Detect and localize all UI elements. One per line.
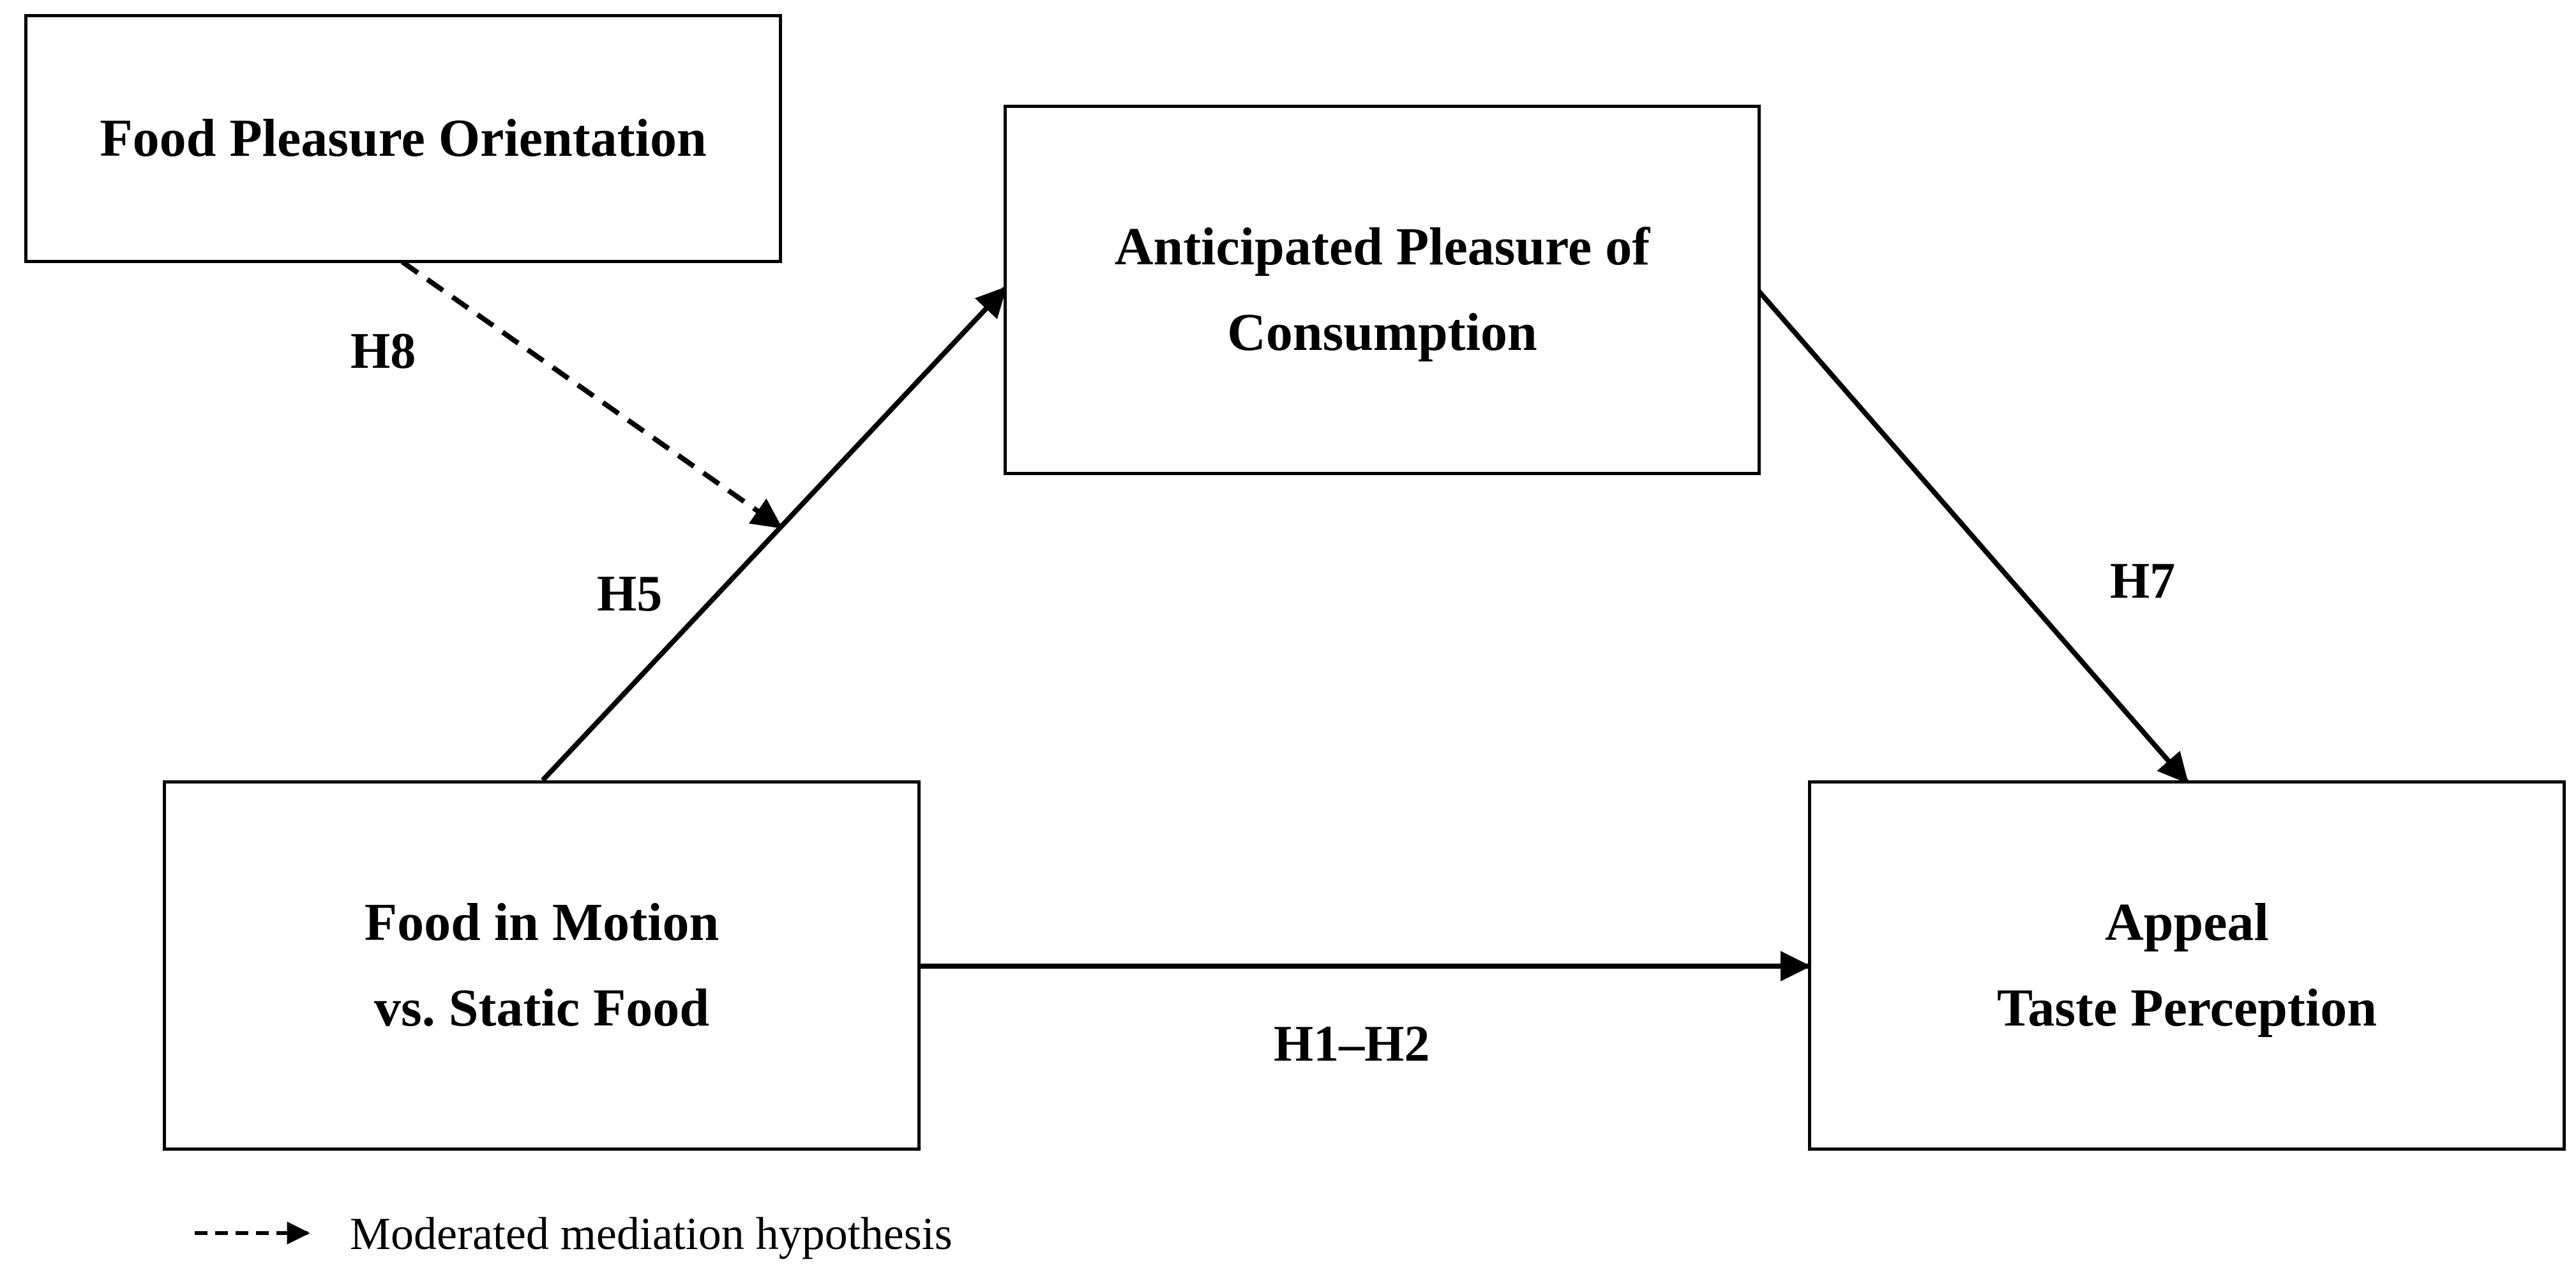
node-anticipated-pleasure-line2: Consumption (1227, 303, 1537, 362)
node-appeal-line2: Taste Perception (1997, 978, 2377, 1038)
node-food-in-motion: Food in Motion vs. Static Food (163, 780, 921, 1151)
arrow-h7 (1756, 289, 2189, 784)
arrow-h8-dashed (400, 259, 783, 529)
edge-label-h8: H8 (350, 323, 416, 379)
node-food-in-motion-line1: Food in Motion (364, 892, 719, 952)
node-food-pleasure-orientation-label: Food Pleasure Orientation (100, 108, 707, 168)
legend-dashed-label: Moderated mediation hypothesis (350, 1208, 953, 1259)
edge-label-h1-h2: H1–H2 (1274, 1016, 1430, 1072)
node-appeal-line1: Appeal (2105, 892, 2269, 952)
node-appeal: Appeal Taste Perception (1808, 780, 2566, 1151)
node-food-in-motion-line2: vs. Static Food (374, 978, 709, 1038)
edge-label-h7: H7 (2110, 553, 2176, 609)
node-anticipated-pleasure-line1: Anticipated Pleasure of (1114, 216, 1650, 276)
edge-label-h5: H5 (597, 566, 663, 622)
arrow-h5 (541, 286, 1007, 782)
node-anticipated-pleasure: Anticipated Pleasure of Consumption (1004, 105, 1761, 475)
node-food-pleasure-orientation: Food Pleasure Orientation (24, 14, 782, 263)
